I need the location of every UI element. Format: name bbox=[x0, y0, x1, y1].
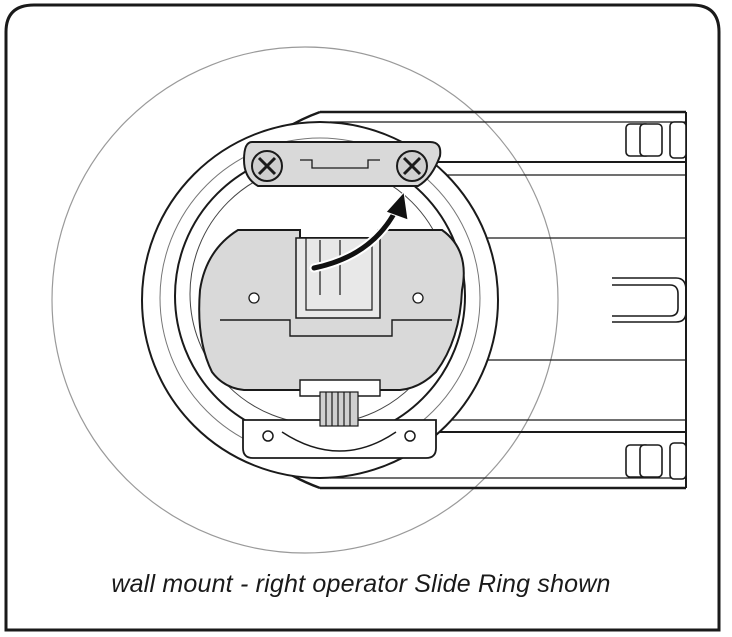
tab-hole-right bbox=[404, 430, 416, 442]
outer-ring bbox=[51, 46, 559, 554]
screw-icon bbox=[251, 150, 283, 182]
arm-slot bbox=[612, 277, 687, 323]
top-clip bbox=[625, 121, 687, 159]
bracket-notch bbox=[300, 159, 380, 169]
plate-hole-left bbox=[248, 292, 260, 304]
plate-inner bbox=[295, 237, 381, 319]
curved-arrow-icon bbox=[309, 190, 409, 273]
plate-lower-step bbox=[220, 319, 452, 337]
tab-arc bbox=[281, 431, 397, 452]
knurled-slider bbox=[319, 391, 359, 427]
top-bracket bbox=[242, 141, 442, 187]
screw-icon bbox=[396, 150, 428, 182]
diagram-caption: wall mount - right operator Slide Ring s… bbox=[111, 570, 611, 598]
tab-hole-left bbox=[262, 430, 274, 442]
plate-hole-right bbox=[412, 292, 424, 304]
bottom-clip bbox=[625, 442, 687, 480]
bottom-tab bbox=[242, 419, 437, 459]
